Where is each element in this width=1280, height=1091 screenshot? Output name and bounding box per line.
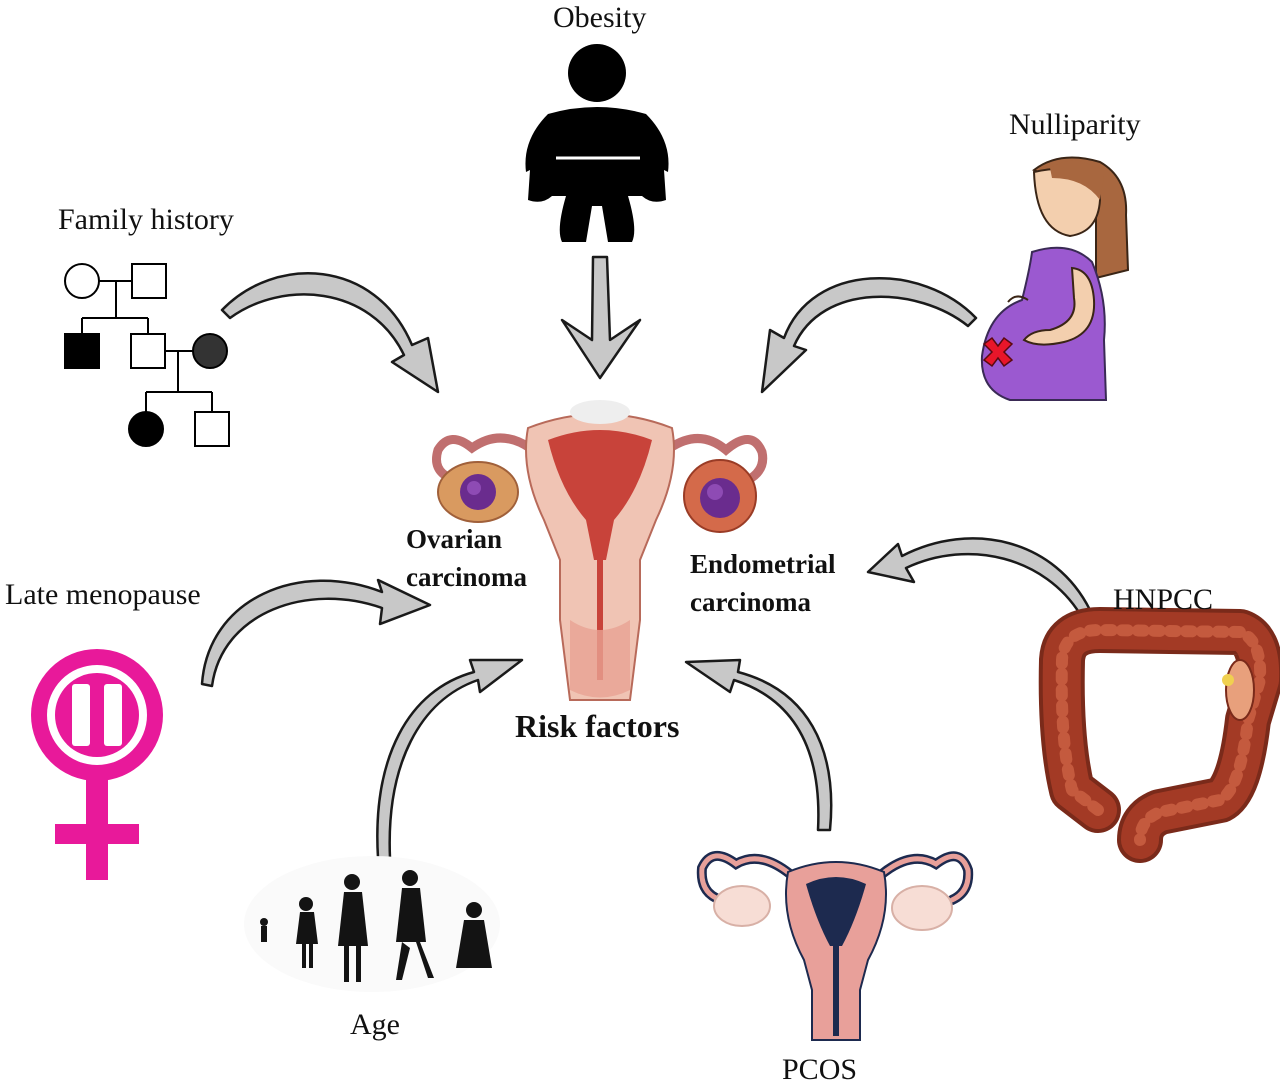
endometrial-label-line2: carcinoma bbox=[690, 587, 811, 617]
arrow-age bbox=[376, 658, 524, 860]
risk-factors-title: Risk factors bbox=[515, 708, 680, 744]
arrow-late-menopause bbox=[200, 578, 432, 688]
ovarian-label-line2: carcinoma bbox=[406, 562, 527, 592]
obesity-label: Obesity bbox=[553, 1, 647, 34]
pcos-uterus-icon bbox=[696, 851, 974, 1041]
pregnant-woman-icon bbox=[980, 156, 1130, 401]
hnpcc-label: HNPCC bbox=[1113, 583, 1214, 616]
late-menopause-label: Late menopause bbox=[5, 578, 201, 611]
female-pause-icon bbox=[31, 649, 163, 880]
endometrial-label-line1: Endometrial bbox=[690, 549, 836, 579]
uterus-icon bbox=[432, 400, 768, 701]
ovarian-label-line1: Ovarian bbox=[406, 524, 503, 554]
colon-icon bbox=[1038, 607, 1280, 863]
age-silhouettes-icon bbox=[244, 856, 500, 992]
nulliparity-label: Nulliparity bbox=[1009, 108, 1141, 141]
age-label: Age bbox=[350, 1008, 400, 1041]
arrow-pcos bbox=[684, 658, 833, 832]
silhouette-icon bbox=[525, 44, 669, 242]
red-cross-icon bbox=[982, 336, 1014, 368]
arrow-nulliparity bbox=[760, 276, 978, 394]
family-history-label: Family history bbox=[58, 203, 234, 236]
arrow-obesity bbox=[560, 255, 642, 380]
pedigree-icon bbox=[64, 263, 230, 447]
arrow-hnpcc bbox=[866, 537, 1092, 616]
arrow-family-history bbox=[220, 272, 440, 394]
pcos-label: PCOS bbox=[782, 1053, 858, 1086]
